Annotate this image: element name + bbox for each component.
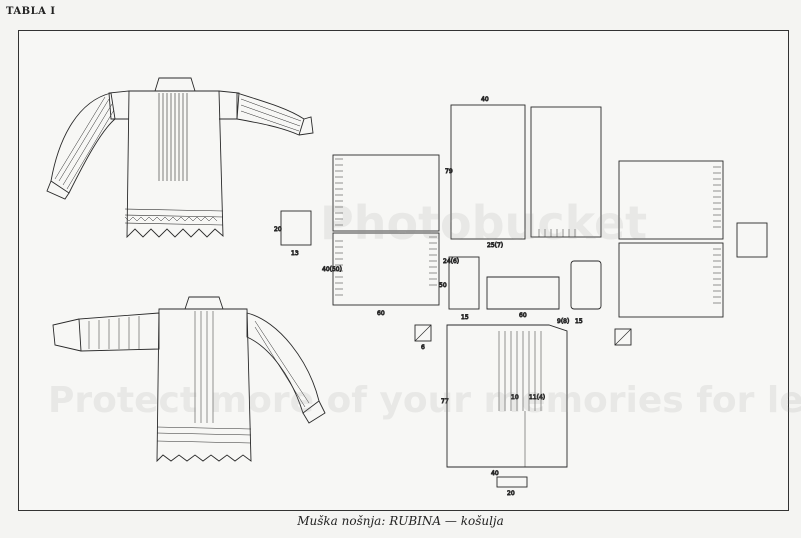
dim-cuff-width: 13 xyxy=(291,250,299,257)
plate-label: TABLA I xyxy=(6,6,56,17)
pattern-diagram: 20 13 40(50) 24(6) 60 40 79 25(7) xyxy=(46,77,768,497)
dim-back-width: 40 xyxy=(491,470,499,477)
dim-collar-length: 60 xyxy=(519,312,527,319)
dim-small-piece: 15 xyxy=(461,314,469,321)
shirt-back-illustration xyxy=(52,296,326,463)
figure-caption: Muška nošnja: RUBINA — košulja xyxy=(297,514,504,528)
dim-neck: 9(8) xyxy=(557,318,569,325)
dim-front-width: 40 xyxy=(481,96,489,103)
figure-frame: 20 13 40(50) 24(6) 60 40 79 25(7) xyxy=(18,30,789,511)
dim-neck-2: 15 xyxy=(575,318,583,325)
dim-small-side: 50 xyxy=(439,282,447,289)
dim-back-half: 20 xyxy=(507,490,515,497)
pattern-pieces: 20 13 40(50) 24(6) 60 40 79 25(7) xyxy=(274,96,768,497)
dim-yoke: 10 xyxy=(511,394,519,401)
shirt-front-illustration xyxy=(46,77,314,239)
dim-sleeve-side: 24(6) xyxy=(443,258,459,265)
dim-back-length: 77 xyxy=(441,398,449,405)
dim-gusset: 6 xyxy=(421,344,425,351)
dim-pleat: 11(4) xyxy=(529,394,545,401)
dim-front-bottom: 25(7) xyxy=(487,242,503,249)
dim-front-length: 79 xyxy=(445,168,453,175)
dim-sleeve-width: 60 xyxy=(377,310,385,317)
dim-cuff-height: 20 xyxy=(274,226,282,233)
dim-sleeve-height: 40(50) xyxy=(322,266,342,273)
